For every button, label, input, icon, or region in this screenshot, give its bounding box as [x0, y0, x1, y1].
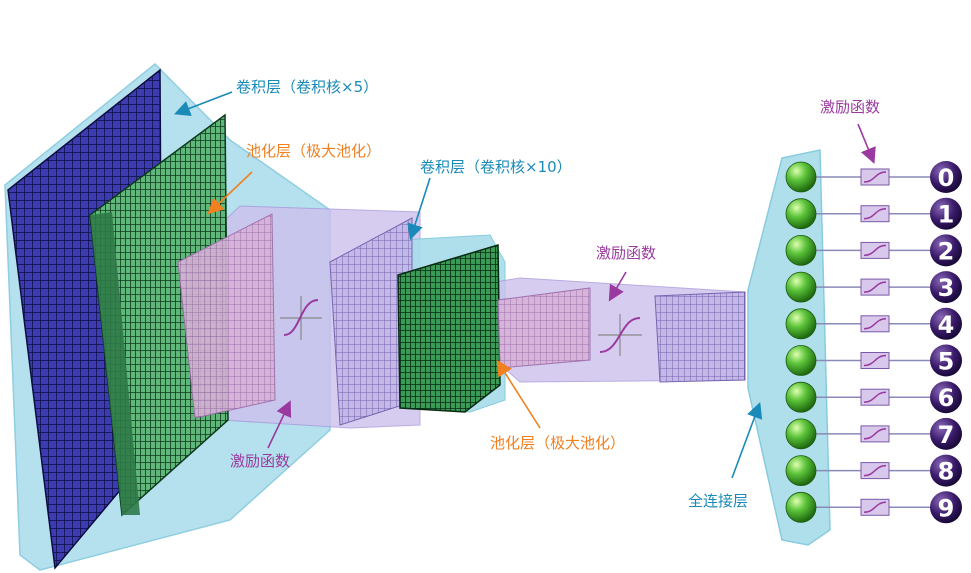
act1-label: 激励函数 [230, 452, 290, 470]
arrow-icon [407, 177, 431, 241]
output-digit-badge [930, 271, 962, 304]
output-digit: 7 [938, 421, 955, 449]
output-digit: 1 [938, 201, 955, 229]
pool1-maps [177, 213, 276, 419]
output-digit: 5 [938, 348, 955, 376]
sigmoid-curve [863, 171, 887, 183]
pool2-out-layer [654, 291, 746, 383]
arrows [174, 91, 876, 479]
fc-node [785, 345, 817, 376]
fc-node [785, 234, 817, 266]
conv1-layer [89, 113, 229, 517]
output-row: 9 [785, 491, 962, 524]
output-digit-badge [930, 417, 962, 450]
fc-label: 全连接层 [688, 492, 748, 510]
arrow-icon [857, 123, 876, 164]
output-row: 4 [785, 307, 962, 340]
sigmoid-curve [863, 391, 887, 403]
output-row: 5 [785, 344, 962, 377]
output-digit: 9 [938, 494, 955, 522]
output-digit-badge [930, 454, 962, 487]
fc-node [785, 455, 817, 487]
act3-label: 激励函数 [820, 98, 880, 116]
arrow-icon [731, 402, 763, 479]
fc-node [785, 381, 817, 413]
fc-node [785, 271, 817, 303]
output-digit-badge [930, 381, 962, 414]
output-digit-badge [930, 491, 962, 524]
fc-node [785, 198, 817, 230]
output-row: 0 [785, 161, 962, 193]
labels: 卷积层（卷积核×5） 池化层（极大池化） 卷积层（卷积核×10） 激励函数 池化… [230, 78, 880, 510]
conv2-layer [397, 243, 501, 413]
act2-sigmoid [598, 314, 642, 356]
conv2-maps [397, 243, 501, 413]
sigmoid-curve [863, 318, 887, 330]
fc-node [785, 491, 817, 523]
output-digit-badge [930, 344, 962, 377]
sigmoid-curve [863, 207, 887, 220]
output-digit: 2 [938, 237, 955, 265]
output-digit: 0 [938, 164, 955, 192]
output-row: 3 [785, 271, 962, 304]
arrow-icon [608, 271, 627, 302]
conv1-label: 卷积层（卷积核×5） [236, 78, 378, 96]
conv1-maps-front [90, 212, 140, 515]
sigmoid-curve [863, 428, 887, 440]
output-digit-badge [930, 307, 962, 340]
fc-node [785, 161, 817, 193]
pool2-layer [497, 287, 591, 369]
sigmoid-curve [863, 244, 887, 257]
fc-rows: 0 1 2 3 4 5 6 7 8 9 [785, 161, 962, 524]
act1-sigmoid [280, 296, 322, 340]
sigmoid-curve [863, 281, 887, 293]
sigmoid-curve [863, 501, 887, 514]
sigmoid-curve [863, 464, 887, 477]
output-digit-badge [930, 161, 962, 193]
pool2-label: 池化层（极大池化） [490, 434, 625, 452]
arrow-icon [267, 400, 292, 449]
output-row: 1 [785, 197, 962, 230]
output-row: 2 [785, 234, 962, 267]
sigmoid-curve [863, 354, 887, 367]
output-digit: 4 [938, 311, 955, 339]
output-row: 6 [785, 381, 962, 414]
output-digit: 6 [938, 384, 955, 412]
arrow-icon [207, 171, 253, 215]
act2-label: 激励函数 [596, 244, 656, 262]
output-row: 7 [785, 417, 962, 450]
output-digit-badge [930, 234, 962, 267]
output-digit-badge [930, 197, 962, 230]
fc-node [785, 418, 817, 450]
pool1-label: 池化层（极大池化） [246, 142, 381, 160]
pool2-out-maps [654, 291, 746, 383]
pool1-layer [177, 213, 276, 419]
arrow-icon [496, 359, 541, 429]
conv2-label: 卷积层（卷积核×10） [420, 158, 572, 176]
output-row: 8 [785, 454, 962, 487]
arrow-icon [174, 91, 233, 117]
pool2-maps [497, 287, 591, 369]
output-digit: 3 [938, 274, 955, 302]
output-digit: 8 [938, 458, 955, 486]
fc-node [785, 308, 817, 340]
